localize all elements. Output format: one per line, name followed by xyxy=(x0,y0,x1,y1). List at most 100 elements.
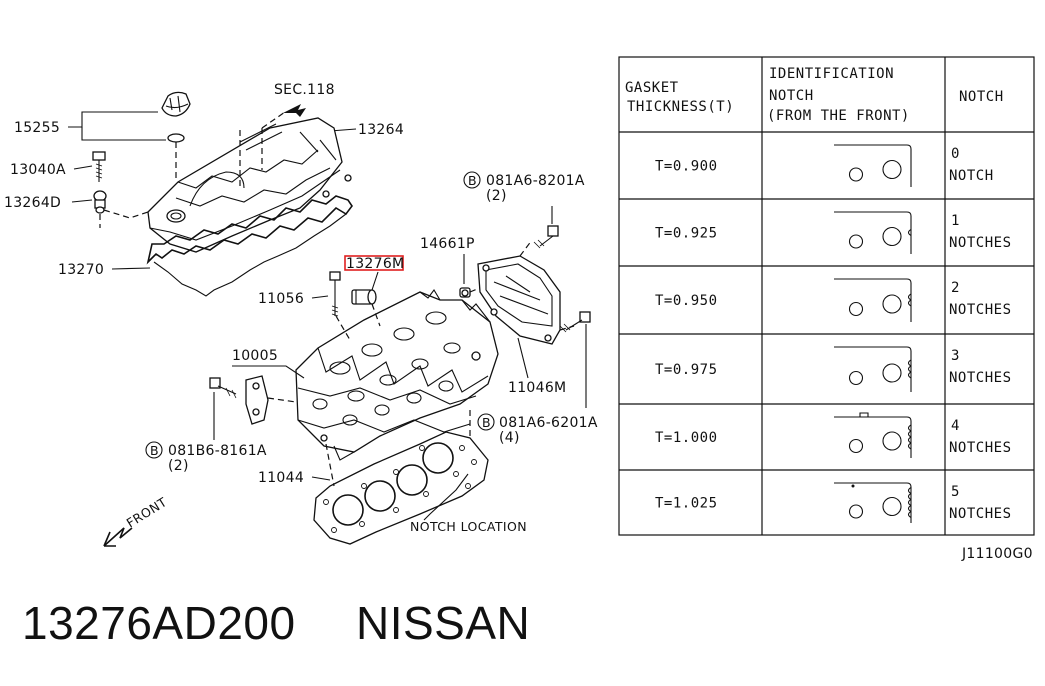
plug-14661P xyxy=(459,287,471,298)
grommet-13264D xyxy=(93,190,107,214)
bolt-symbol-letter-3: B xyxy=(150,443,159,458)
table-frame xyxy=(618,56,1035,536)
notch-count: 4 xyxy=(951,418,960,434)
brand-caption: NISSAN xyxy=(356,597,531,649)
gasket-dash-a xyxy=(325,443,335,487)
notch-word: NOTCHES xyxy=(949,440,1012,456)
part-number-caption: 13276AD200 xyxy=(22,597,296,649)
head-gasket-11044 xyxy=(313,431,489,545)
label-081A6-6201A[interactable]: 081A6-6201A xyxy=(499,415,598,431)
bolt-symbol-icon-2 xyxy=(477,413,495,431)
label-13276M[interactable]: 13276M xyxy=(346,256,404,272)
notch-word: NOTCHES xyxy=(949,370,1012,386)
label-13264[interactable]: 13264 xyxy=(358,122,404,138)
filler-cap-washer xyxy=(167,133,185,143)
thickness-value: T=1.025 xyxy=(655,496,718,512)
front-arrow-icon xyxy=(103,527,133,547)
notch-sketch xyxy=(834,412,912,458)
label-front: FRONT xyxy=(124,494,170,530)
bolt-symbol-icon xyxy=(463,171,481,189)
header-thickness: THICKNESS(T) xyxy=(627,99,734,115)
label-081B6-8161A[interactable]: 081B6-8161A xyxy=(168,443,267,459)
rocker-cover-gasket-outer xyxy=(146,195,353,265)
leader-13264D xyxy=(71,199,93,203)
label-13264D[interactable]: 13264D xyxy=(4,195,61,211)
head-bolt-11056 xyxy=(329,271,341,317)
bolt-symbol-letter-2: B xyxy=(482,415,491,430)
label-11056[interactable]: 11056 xyxy=(258,291,304,307)
label-notch-location[interactable]: NOTCH LOCATION xyxy=(410,519,527,534)
notch-sketch xyxy=(834,278,912,322)
label-15255[interactable]: 15255 xyxy=(14,120,60,136)
label-13270[interactable]: 13270 xyxy=(58,262,104,278)
table-rows: T=0.9000NOTCHT=0.9251NOTCHEST=0.9502NOTC… xyxy=(655,144,1012,523)
bolt-081A6-8201A xyxy=(533,225,559,249)
exploded-view: SEC.118 15255 13040A 13264D xyxy=(4,82,598,547)
rear-cover-11046M xyxy=(477,255,561,345)
notch-sketch xyxy=(834,346,912,392)
notch-sketch xyxy=(834,482,912,523)
rocker-cover-gasket-lower xyxy=(153,213,347,297)
label-081A6-8201A[interactable]: 081A6-8201A xyxy=(486,173,585,189)
notch-word: NOTCHES xyxy=(949,235,1012,251)
leader-13276M xyxy=(371,271,379,291)
leader-11044 xyxy=(311,476,331,481)
bolt-13040A xyxy=(92,151,106,182)
valve-cover xyxy=(147,117,352,253)
notch-sketch xyxy=(834,211,912,254)
header-notch-count: NOTCH xyxy=(959,89,1004,105)
notch-word: NOTCHES xyxy=(949,506,1012,522)
leader-13270 xyxy=(111,267,151,270)
thickness-value: T=0.900 xyxy=(655,159,718,175)
sec118-leader xyxy=(261,111,286,129)
notch-count: 2 xyxy=(951,280,960,296)
oil-filler-cap xyxy=(161,91,191,117)
water-outlet-bracket xyxy=(245,375,269,425)
bolt-081B6-8161A xyxy=(209,377,237,399)
sensor-dash xyxy=(371,303,381,327)
label-14661P[interactable]: 14661P xyxy=(420,236,475,252)
cam-position-sensor-13276M xyxy=(351,289,377,305)
bracket-dash xyxy=(267,397,297,403)
label-081A6-8201A-qty: (2) xyxy=(486,188,507,204)
header-notch: NOTCH xyxy=(769,88,814,104)
thickness-value: T=0.925 xyxy=(655,226,718,242)
header-identification: IDENTIFICATION xyxy=(769,66,894,82)
bolt-081A6-6201A xyxy=(559,311,591,333)
bolt-symbol-icon-3 xyxy=(145,441,163,459)
notch-sketch xyxy=(834,144,912,187)
sec118-arrow-icon xyxy=(283,104,306,117)
leader-11056 xyxy=(311,295,329,299)
bolt-symbol-letter: B xyxy=(468,173,477,188)
label-081B6-8161A-qty: (2) xyxy=(168,458,189,474)
diagram-code: J11100G0 xyxy=(961,546,1033,562)
cover-dash-up xyxy=(519,239,533,257)
notch-count: 0 xyxy=(951,146,960,162)
label-10005[interactable]: 10005 xyxy=(232,348,278,364)
label-sec118[interactable]: SEC.118 xyxy=(274,82,335,98)
leader-notch-location xyxy=(423,473,469,521)
notch-count: 1 xyxy=(951,213,960,229)
leader-13040A xyxy=(73,165,93,170)
leader-15255-a xyxy=(68,111,158,128)
notch-count: 5 xyxy=(951,484,960,500)
label-13040A[interactable]: 13040A xyxy=(10,162,66,178)
leader-15255-b xyxy=(81,127,166,141)
highlight-box-13276M xyxy=(344,255,404,271)
notch-count: 3 xyxy=(951,348,960,364)
thickness-value: T=1.000 xyxy=(655,430,718,446)
header-from-front: (FROM THE FRONT) xyxy=(767,108,910,124)
leader-10005 xyxy=(232,365,305,379)
leader-11046M xyxy=(517,337,529,379)
label-11046M[interactable]: 11046M xyxy=(508,380,566,396)
gasket-thickness-table: GASKET THICKNESS(T) IDENTIFICATION NOTCH… xyxy=(618,56,1035,536)
cylinder-head-10005 xyxy=(295,289,499,461)
label-11044[interactable]: 11044 xyxy=(258,470,304,486)
